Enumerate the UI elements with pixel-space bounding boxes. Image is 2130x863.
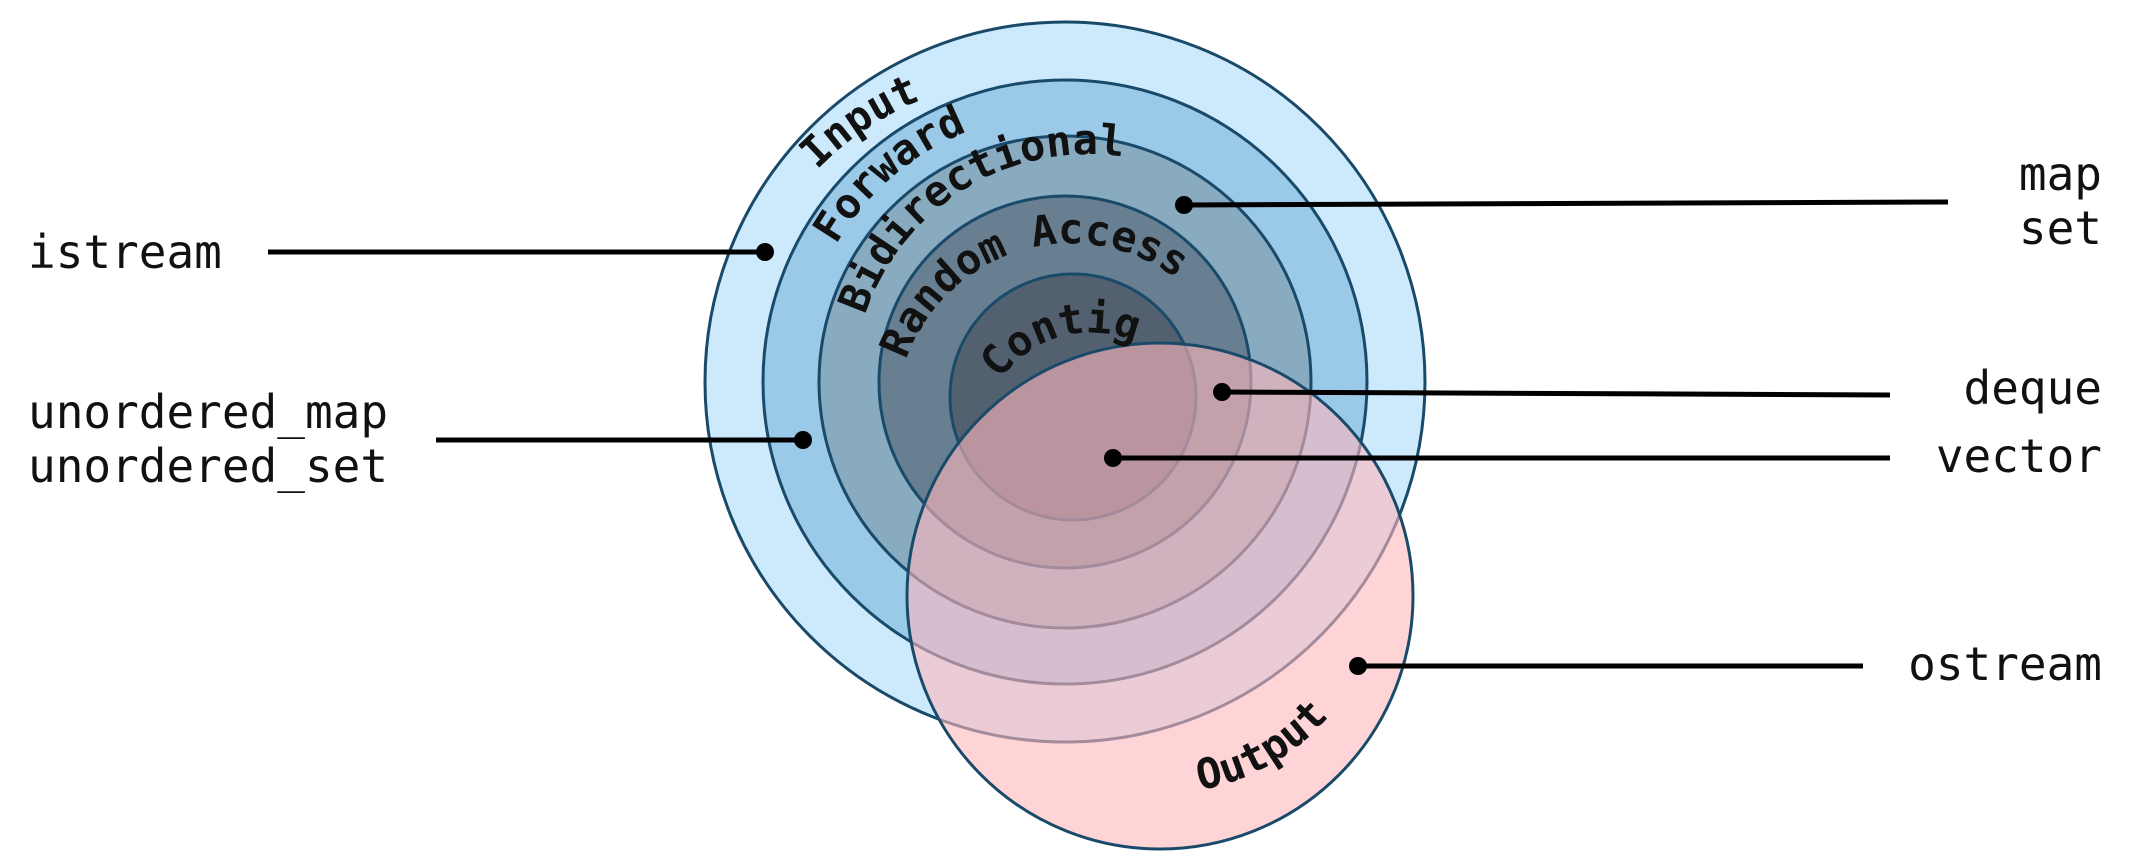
unordered-map-label: unordered_map — [28, 385, 388, 439]
output-ring — [905, 341, 1415, 851]
istream-label: istream — [28, 225, 222, 279]
vector-label: vector — [1936, 429, 2102, 483]
map-label: map — [2019, 147, 2102, 201]
deque-label: deque — [1964, 361, 2102, 415]
map-set-leader — [1183, 199, 1949, 208]
deque-leader — [1221, 389, 1891, 398]
vector-dot — [1104, 449, 1122, 467]
ostream-label: ostream — [1908, 637, 2102, 691]
ostream-dot — [1349, 657, 1367, 675]
unordered-dot — [794, 431, 812, 449]
map-set-dot — [1175, 196, 1193, 214]
istream-dot — [756, 243, 774, 261]
deque-dot — [1213, 383, 1231, 401]
set-label: set — [2019, 201, 2102, 255]
unordered-set-label: unordered_set — [28, 439, 388, 493]
